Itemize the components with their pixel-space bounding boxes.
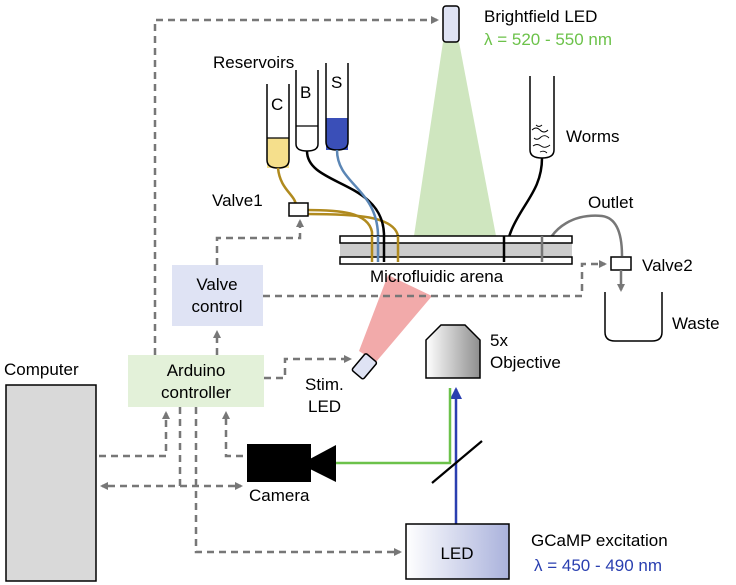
reservoir-c-label: C: [271, 95, 283, 114]
arduino-to-computer-line: [100, 407, 182, 490]
objective-label-2: Objective: [490, 353, 561, 372]
brightfield-led-label: Brightfield LED: [484, 7, 597, 26]
valve2: [610, 256, 632, 271]
computer-label: Computer: [4, 360, 79, 379]
valve2-label: Valve2: [642, 256, 693, 275]
stim-led: [351, 353, 378, 380]
microfluidic-arena-label: Microfluidic arena: [370, 267, 504, 286]
chip-tube-ends: [370, 236, 544, 262]
gcamp-wavelength: λ = 450 - 490 nm: [534, 556, 662, 575]
valve-control-to-valve1-line: [215, 219, 304, 265]
worms-label: Worms: [566, 127, 620, 146]
computer-to-arduino-line: [99, 411, 170, 458]
objective: [425, 324, 481, 379]
gcamp-led-box: [405, 523, 510, 580]
arduino-to-led-line: [194, 407, 402, 556]
dichroic-mirror: [431, 440, 483, 484]
camera-label: Camera: [249, 486, 310, 505]
green-emission-path: [314, 388, 452, 469]
valve-control-to-valve2-line: [263, 260, 607, 298]
tubing: [276, 149, 624, 263]
waste-container: [604, 292, 663, 342]
valve-control-label-1: Valve: [196, 275, 237, 294]
arduino-to-brightfield-line: [153, 16, 439, 355]
control-connections: [99, 16, 607, 556]
valve-control-box: [172, 265, 263, 326]
camera-icon: [247, 444, 336, 482]
arduino-label-1: Arduino: [167, 361, 226, 380]
brightfield-beam: [414, 42, 496, 236]
waste-label: Waste: [672, 314, 720, 333]
outlet-label: Outlet: [588, 193, 634, 212]
brightfield-led: [442, 5, 460, 43]
arduino-label-2: controller: [161, 383, 231, 402]
reservoirs-label: Reservoirs: [213, 53, 294, 72]
brightfield-wavelength: λ = 520 - 550 nm: [484, 30, 612, 49]
valve1-label: Valve1: [212, 191, 263, 210]
stim-led-label-1: Stim.: [305, 375, 344, 394]
camera-to-arduino-line: [222, 411, 243, 458]
arduino-controller-box: [128, 355, 264, 407]
reservoir-b-label: B: [300, 83, 311, 102]
objective-label-1: 5x: [490, 331, 508, 350]
gcamp-led-label: LED: [440, 544, 473, 563]
valve1: [288, 202, 309, 217]
microfluidic-chip: [339, 235, 573, 265]
worms-reservoir: [529, 76, 555, 159]
arduino-to-stim-led-line: [264, 355, 352, 380]
gcamp-excitation-label: GCaMP excitation: [531, 531, 668, 550]
stim-beam: [359, 275, 432, 362]
reservoir-s-label: S: [331, 73, 342, 92]
valve-control-label-2: control: [191, 297, 242, 316]
computer-box: [5, 384, 97, 582]
stim-led-label-2: LED: [308, 397, 341, 416]
